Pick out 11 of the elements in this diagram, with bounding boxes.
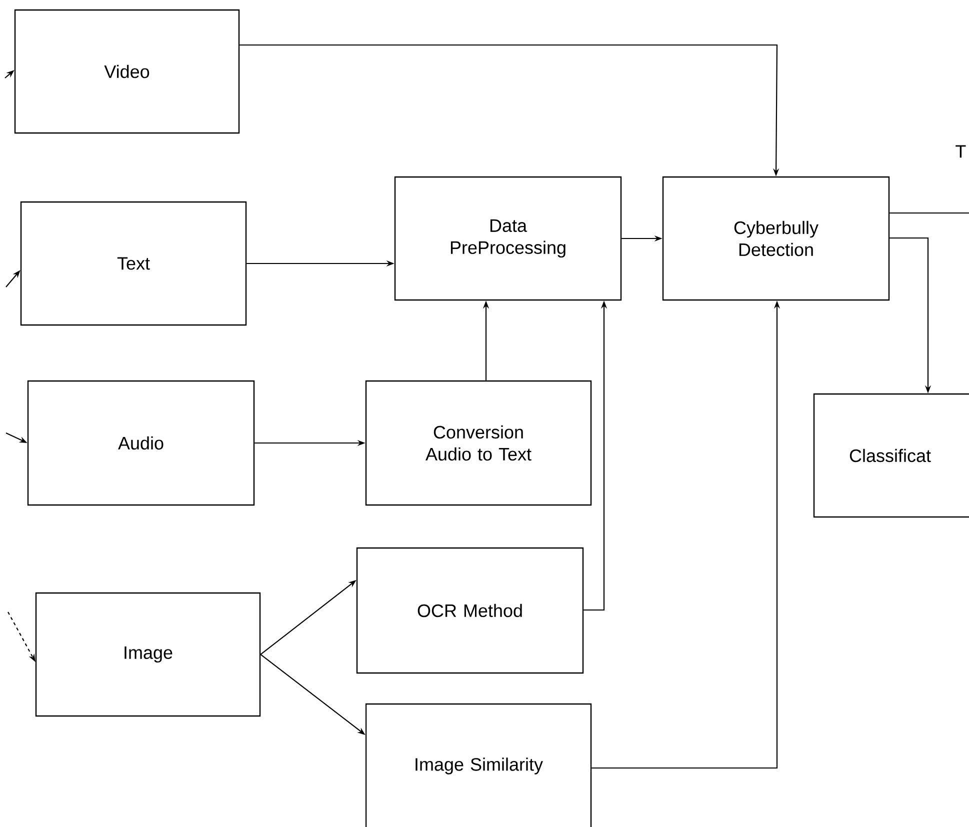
- process-box: Image Similarity: [365, 703, 592, 827]
- process-box: OCR Method: [356, 547, 584, 674]
- process-box: Conversion Audio to Text: [365, 380, 592, 506]
- process-box: Classificat: [813, 393, 969, 518]
- process-box: Text: [20, 201, 247, 326]
- process-box: Image: [35, 592, 261, 717]
- process-box: Data PreProcessing: [394, 176, 622, 301]
- cropped-label: T: [956, 145, 966, 158]
- process-box: Cyberbully Detection: [662, 176, 890, 301]
- process-box: Video: [14, 9, 240, 134]
- process-box: Audio: [27, 380, 255, 506]
